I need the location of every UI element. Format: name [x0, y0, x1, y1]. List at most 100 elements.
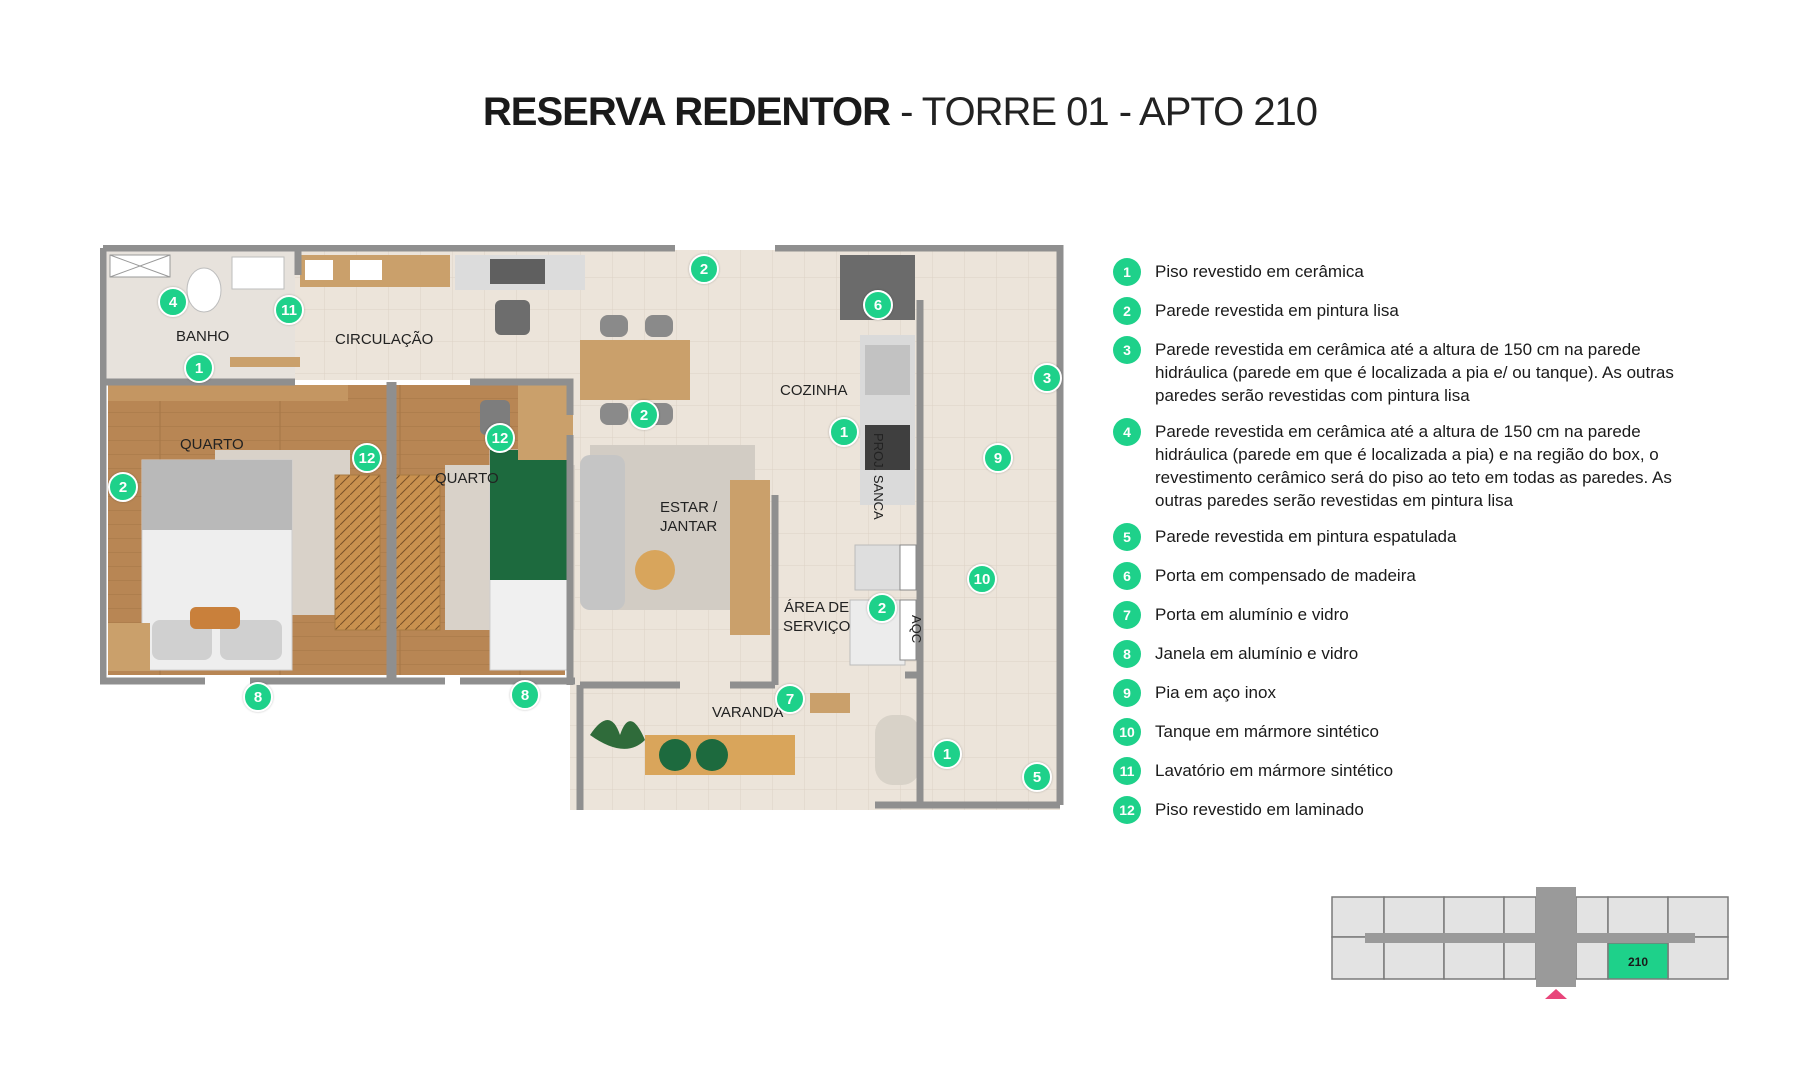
legend-text: Parede revestida em cerâmica até a altur…	[1155, 340, 1674, 405]
plan-marker: 2	[867, 593, 897, 623]
legend-text: Tanque em mármore sintético	[1155, 722, 1379, 741]
legend-number: 5	[1113, 523, 1141, 551]
room-label-banho: BANHO	[176, 328, 230, 345]
key-plan-corridor	[1365, 933, 1695, 943]
plan-marker: 9	[983, 443, 1013, 473]
room-label-cozinha: COZINHA	[780, 382, 848, 399]
room-label-varanda: VARANDA	[712, 704, 784, 721]
bedroom1-cushion	[190, 607, 240, 629]
plan-marker: 12	[485, 423, 515, 453]
legend-text: Porta em alumínio e vidro	[1155, 605, 1349, 624]
room-label-estar: ESTAR / JANTAR	[660, 499, 718, 535]
legend-text: Piso revestido em laminado	[1155, 800, 1364, 819]
toilet	[186, 267, 222, 313]
key-plan-pointer	[1545, 989, 1567, 999]
closet-2	[394, 474, 441, 631]
bedroom1-blanket	[142, 460, 292, 530]
room-label-circulacao: CIRCULAÇÃO	[335, 331, 434, 348]
legend-number: 4	[1113, 418, 1141, 446]
floor-plan: BANHO CIRCULAÇÃO QUARTO QUARTO COZINHA E…	[100, 245, 1070, 825]
legend-item: 3 Parede revestida em cerâmica até a alt…	[1113, 336, 1713, 407]
room-label-quarto-1: QUARTO	[180, 436, 244, 453]
coffee-table	[635, 550, 675, 590]
legend-item: 8 Janela em alumínio e vidro	[1113, 640, 1713, 668]
legend-item: 10 Tanque em mármore sintético	[1113, 718, 1713, 746]
title-main: RESERVA REDENTOR	[482, 90, 891, 134]
closet-1	[334, 474, 381, 631]
legend-text: Janela em alumínio e vidro	[1155, 644, 1359, 663]
legend-text: Pia em aço inox	[1155, 683, 1276, 702]
plan-marker: 2	[689, 254, 719, 284]
water-heater	[899, 544, 917, 591]
kitchen-sink	[865, 345, 910, 395]
page-title: RESERVA REDENTOR - TORRE 01 - APTO 210	[0, 90, 1800, 135]
walls	[100, 245, 1064, 810]
legend-number: 6	[1113, 562, 1141, 590]
balcony-stool-1	[659, 739, 691, 771]
room-label-quarto-2: QUARTO	[435, 470, 499, 487]
legend-item: 5 Parede revestida em pintura espatulada	[1113, 523, 1713, 551]
bathroom-shelf	[230, 357, 300, 367]
legend-text: Lavatório em mármore sintético	[1155, 761, 1394, 780]
legend-number: 3	[1113, 336, 1141, 364]
legend-number: 1	[1113, 258, 1141, 286]
legend-number: 2	[1113, 297, 1141, 325]
key-plan-core	[1536, 887, 1576, 987]
plan-marker: 6	[863, 290, 893, 320]
legend-item: 12 Piso revestido em laminado	[1113, 796, 1713, 824]
finishes-legend: 1 Piso revestido em cerâmica 2 Parede re…	[1113, 258, 1713, 835]
legend-number: 7	[1113, 601, 1141, 629]
plan-marker: 3	[1032, 363, 1062, 393]
legend-number: 11	[1113, 757, 1141, 785]
balcony-side-table	[810, 693, 850, 713]
legend-item: 4 Parede revestida em cerâmica até a alt…	[1113, 418, 1713, 512]
legend-text: Piso revestido em cerâmica	[1155, 262, 1364, 281]
legend-number: 9	[1113, 679, 1141, 707]
plan-marker: 7	[775, 684, 805, 714]
bedroom1-pillow-right	[220, 620, 282, 660]
balcony-stool-2	[696, 739, 728, 771]
plan-marker: 10	[967, 564, 997, 594]
plan-marker: 8	[243, 682, 273, 712]
legend-item: 6 Porta em compensado de madeira	[1113, 562, 1713, 590]
bedroom2-blanket	[490, 450, 570, 580]
plan-marker: 5	[1022, 762, 1052, 792]
legend-item: 7 Porta em alumínio e vidro	[1113, 601, 1713, 629]
plan-marker: 8	[510, 680, 540, 710]
legend-text: Parede revestida em cerâmica até a altur…	[1155, 422, 1672, 510]
title-sub: - TORRE 01 - APTO 210	[889, 90, 1318, 134]
legend-text: Parede revestida em pintura lisa	[1155, 301, 1399, 320]
plan-marker: 4	[158, 287, 188, 317]
bedroom1-nightstand	[108, 623, 150, 671]
floor-plan-drawing	[100, 245, 1064, 810]
key-plan-unit-label: 210	[1628, 955, 1648, 969]
legend-text: Porta em compensado de madeira	[1155, 566, 1416, 585]
label-aqc: AQC	[909, 615, 924, 644]
plan-marker: 12	[352, 443, 382, 473]
legend-item: 11 Lavatório em mármore sintético	[1113, 757, 1713, 785]
legend-item: 1 Piso revestido em cerâmica	[1113, 258, 1713, 286]
key-plan-drawing: 210	[1331, 887, 1729, 999]
bedroom2-desk	[518, 385, 573, 460]
legend-number: 8	[1113, 640, 1141, 668]
plan-marker: 1	[932, 739, 962, 769]
bathroom-sink	[231, 256, 285, 290]
sofa	[580, 455, 625, 610]
label-proj-sanca: PROJ. SANCA	[871, 433, 886, 520]
bedroom1-headboard	[108, 385, 348, 401]
plan-marker: 1	[184, 353, 214, 383]
cooktop	[865, 425, 910, 470]
laundry-sink	[854, 544, 901, 591]
key-plan: 210	[1330, 885, 1730, 1005]
tv-panel	[730, 480, 770, 635]
dining-table	[580, 340, 690, 400]
plan-marker: 2	[629, 400, 659, 430]
balcony-plant	[590, 720, 645, 749]
plan-marker: 11	[274, 295, 304, 325]
balcony-pouf	[875, 715, 920, 785]
plan-marker: 2	[108, 472, 138, 502]
legend-text: Parede revestida em pintura espatulada	[1155, 527, 1457, 546]
key-plan-unit-210	[1607, 942, 1669, 980]
legend-number: 10	[1113, 718, 1141, 746]
aqc-box	[899, 599, 917, 661]
